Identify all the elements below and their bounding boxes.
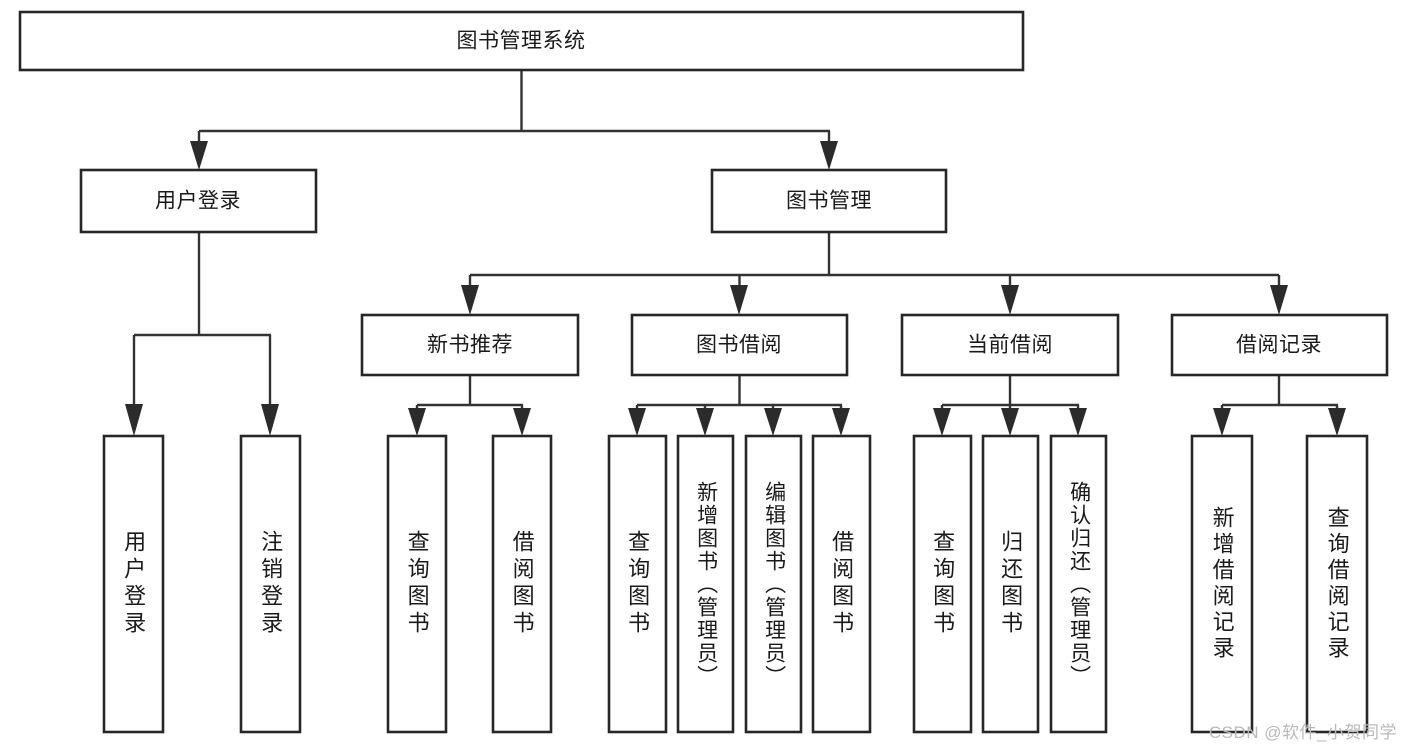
node-root[interactable]: 图书管理系统 (18, 10, 1025, 72)
node-leaf-borrow-book-1-box[interactable] (491, 434, 553, 734)
node-leaf-query-book-3-box[interactable] (912, 434, 973, 734)
node-new-book-recommend-box[interactable] (360, 313, 580, 377)
node-leaf-query-book-2-box[interactable] (607, 434, 668, 734)
connector-group-book-borrow (628, 375, 850, 436)
node-leaf-return-book-box[interactable] (981, 434, 1040, 734)
connector-group-book-manage (461, 232, 1288, 315)
node-new-book-recommend-label: 新书推荐 (427, 334, 513, 357)
connector-group-borrow-record (1213, 375, 1346, 436)
arrowhead-leaf-edit-book (764, 408, 782, 436)
node-leaf-add-record-box[interactable] (1190, 434, 1254, 734)
node-book-manage-label: 图书管理 (786, 190, 872, 213)
node-book-manage[interactable]: 图书管理 (710, 168, 948, 234)
node-borrow-record-label: 借阅记录 (1236, 334, 1322, 357)
arrowhead-user-login (190, 141, 208, 170)
arrowhead-leaf-query-book-3 (933, 408, 951, 436)
arrowhead-borrow-record (1270, 285, 1288, 315)
arrowhead-current-borrow (1001, 285, 1019, 315)
node-root-label: 图书管理系统 (457, 30, 586, 53)
connector-group-user-login (125, 232, 279, 436)
node-leaf-borrow-book-2-box[interactable] (811, 434, 872, 734)
connector-group-root (190, 70, 838, 170)
node-borrow-record[interactable]: 借阅记录 (1170, 313, 1389, 377)
node-current-borrow-label: 当前借阅 (967, 334, 1053, 357)
node-book-borrow[interactable]: 图书借阅 (630, 313, 849, 377)
node-leaf-query-book-1-box[interactable] (386, 434, 448, 734)
connector-group-current-borrow (933, 375, 1087, 436)
node-leaf-user-login-box[interactable] (102, 434, 165, 734)
connector-group-new-book-recommend (408, 375, 531, 436)
arrowhead-book-manage (820, 141, 838, 170)
arrowhead-leaf-return-book (1001, 408, 1019, 436)
node-leaf-logout-login-box[interactable] (239, 434, 302, 734)
arrowhead-leaf-borrow-book-1 (513, 408, 531, 436)
node-root-box[interactable] (18, 10, 1025, 72)
node-leaf-confirm-return-box[interactable] (1049, 434, 1108, 734)
arrowhead-leaf-borrow-book-2 (832, 408, 850, 436)
arrowhead-leaf-confirm-return (1069, 408, 1087, 436)
arrowhead-leaf-query-book-1 (408, 408, 426, 436)
node-user-login-box[interactable] (79, 168, 318, 234)
arrowhead-leaf-add-book (696, 408, 714, 436)
node-leaf-query-record-box[interactable] (1305, 434, 1369, 734)
arrowhead-leaf-user-login (125, 404, 143, 436)
node-user-login[interactable]: 用户登录 (79, 168, 318, 234)
arrowhead-new-book-recommend (461, 285, 479, 315)
node-borrow-record-box[interactable] (1170, 313, 1389, 377)
node-leaf-edit-book-box[interactable] (744, 434, 803, 734)
node-book-borrow-label: 图书借阅 (696, 334, 782, 357)
arrowhead-leaf-query-record (1328, 408, 1346, 436)
arrowhead-leaf-query-book-2 (628, 408, 646, 436)
watermark-text: CSDN @软件_小贺同学 (1208, 723, 1397, 742)
node-current-borrow-box[interactable] (900, 313, 1120, 377)
arrowhead-leaf-add-record (1213, 408, 1231, 436)
node-leaf-add-book-box[interactable] (676, 434, 735, 734)
arrowhead-book-borrow (730, 285, 748, 315)
arrowhead-leaf-logout-login (261, 404, 279, 436)
node-book-manage-box[interactable] (710, 168, 948, 234)
node-user-login-label: 用户登录 (155, 190, 241, 213)
node-book-borrow-box[interactable] (630, 313, 849, 377)
node-new-book-recommend[interactable]: 新书推荐 (360, 313, 580, 377)
node-current-borrow[interactable]: 当前借阅 (900, 313, 1120, 377)
